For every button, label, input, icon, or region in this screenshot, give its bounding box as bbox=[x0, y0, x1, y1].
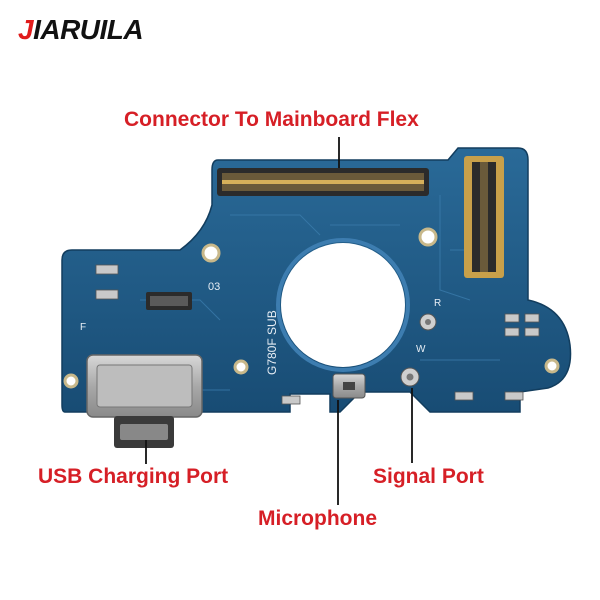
silkscreen-model: G780F SUB bbox=[265, 310, 279, 375]
microphone-hole bbox=[343, 382, 355, 390]
rf-connector-r-center bbox=[425, 319, 431, 325]
mounting-holes bbox=[63, 227, 560, 389]
center-cutout bbox=[281, 243, 405, 367]
cutout-ring bbox=[276, 238, 410, 372]
smd-components bbox=[95, 264, 540, 405]
usb-c-port bbox=[86, 354, 203, 448]
silkscreen-r: R bbox=[434, 298, 441, 309]
silkscreen-f: F bbox=[80, 322, 86, 333]
small-connector-pins bbox=[150, 296, 188, 306]
label-microphone: Microphone bbox=[258, 507, 377, 530]
pointer-lines bbox=[145, 137, 413, 505]
label-usb-charging-port: USB Charging Port bbox=[38, 465, 229, 488]
silkscreen-code: 03 bbox=[208, 281, 220, 293]
label-connector: Connector To Mainboard Flex bbox=[124, 108, 419, 131]
mainboard-flex-connector bbox=[217, 168, 429, 196]
brand-logo-initial: J bbox=[18, 14, 34, 45]
brand-logo-rest: IARUILA bbox=[33, 14, 144, 45]
signal-port-connector-center bbox=[406, 373, 414, 381]
vertical-flex-connector bbox=[464, 156, 504, 278]
label-signal-port: Signal Port bbox=[373, 465, 484, 488]
brand-logo: JIARUILA bbox=[18, 14, 144, 46]
silkscreen-w: W bbox=[416, 344, 426, 355]
